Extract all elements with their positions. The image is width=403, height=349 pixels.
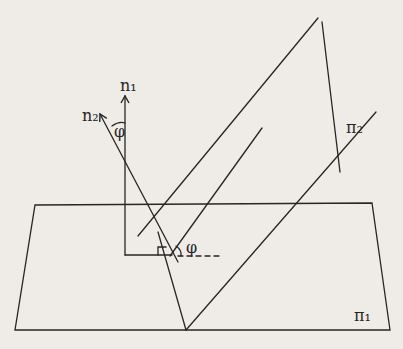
normal-one — [124, 96, 125, 255]
plane-two-edge — [186, 112, 376, 330]
right-angle-mark — [158, 247, 166, 255]
base-line — [125, 254, 172, 255]
normal-label: n₂ — [82, 108, 99, 124]
plane-label: π₁ — [354, 308, 371, 324]
plane-two-edge — [158, 232, 186, 330]
dashed-line — [178, 255, 222, 256]
angle-label: φ — [114, 124, 125, 140]
plane-two-edge — [138, 18, 318, 236]
plane-label: π₂ — [346, 120, 363, 136]
angle-arc — [176, 246, 181, 256]
normal-label: n₁ — [120, 78, 137, 94]
normal-two — [100, 114, 178, 262]
angle-label: φ — [186, 240, 197, 256]
plane-two-edge — [322, 22, 340, 172]
plane-two-line — [170, 128, 262, 256]
